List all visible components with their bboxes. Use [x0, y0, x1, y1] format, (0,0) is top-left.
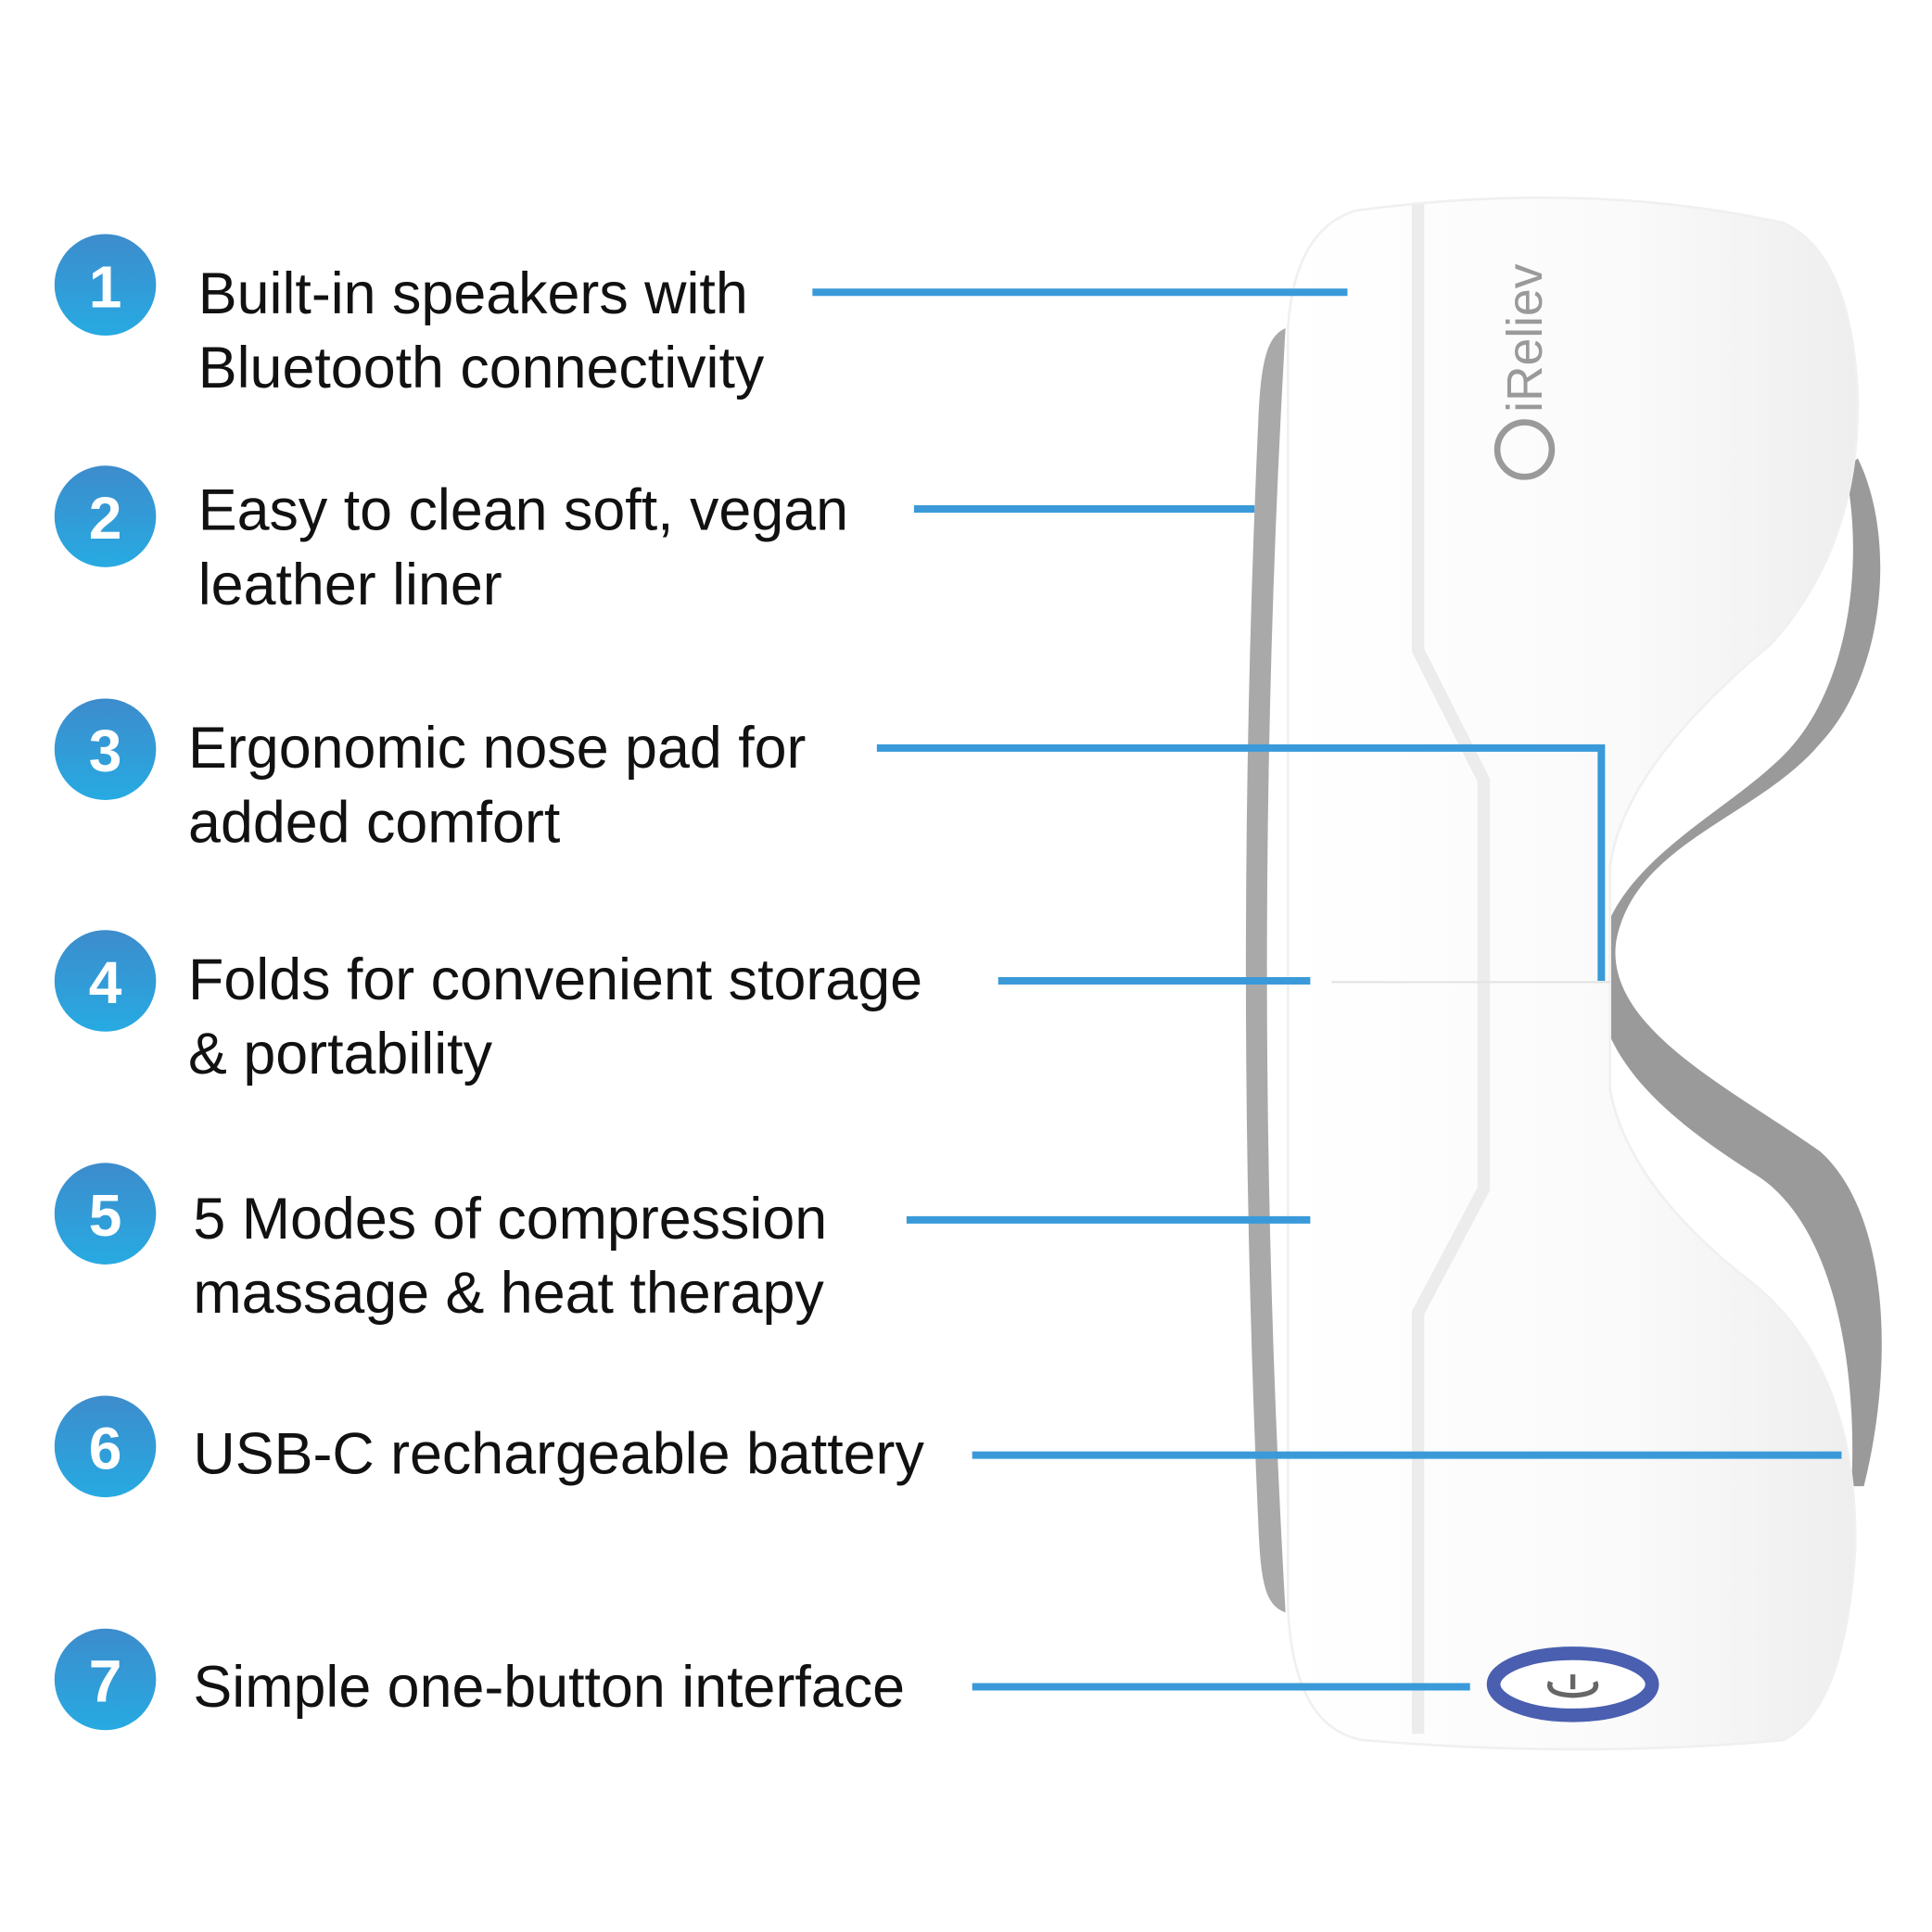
logo-text: iReliev: [1498, 263, 1553, 413]
brand-logo: iReliev: [1493, 263, 1556, 480]
feature-6: 6 USB-C rechargeable battery: [54, 1395, 924, 1498]
logo-mark-icon: [1493, 419, 1556, 480]
power-button[interactable]: [1486, 1646, 1659, 1722]
feature-text-line: USB-C rechargeable battery: [193, 1422, 924, 1487]
feature-3: 3 Ergonomic nose pad for added comfort: [54, 698, 806, 855]
number-badge: [54, 1395, 157, 1498]
badge-number: 2: [89, 485, 122, 552]
feature-2: 2 Easy to clean soft, vegan leather line…: [54, 465, 848, 617]
feature-text-line: 5 Modes of compression: [193, 1187, 827, 1252]
feature-text-line: Ergonomic nose pad for: [188, 716, 806, 781]
feature-text-line: Easy to clean soft, vegan: [198, 478, 848, 543]
badge-number: 4: [89, 949, 122, 1016]
device-body: [1286, 196, 1860, 1751]
badge-number: 5: [89, 1182, 122, 1249]
number-badge: [54, 465, 157, 567]
feature-1: 1 Built-in speakers with Bluetooth conne…: [54, 234, 765, 400]
number-badge: [54, 1163, 157, 1265]
feature-text-line: leather liner: [198, 553, 502, 617]
number-badge: [54, 1628, 157, 1731]
feature-5: 5 5 Modes of compression massage & heat …: [54, 1163, 827, 1326]
feature-text-line: Bluetooth connectivity: [198, 336, 765, 400]
feature-text-line: & portability: [188, 1022, 493, 1087]
right-liner-edge: [1596, 458, 1882, 1487]
feature-7: 7 Simple one-button interface: [54, 1628, 905, 1731]
fold-seam: [1411, 204, 1491, 1735]
power-icon: [1547, 1674, 1599, 1698]
feature-text-line: massage & heat therapy: [193, 1261, 824, 1326]
feature-text-line: Simple one-button interface: [193, 1655, 905, 1720]
eye-massager-device: iReliev: [1245, 196, 1882, 1751]
badge-number: 6: [89, 1415, 122, 1481]
badge-number: 3: [89, 718, 122, 784]
badge-number: 1: [89, 253, 122, 320]
badge-number: 7: [89, 1648, 122, 1715]
leader-line-3: [876, 744, 1606, 982]
number-badge: [54, 698, 157, 800]
feature-text-line: Built-in speakers with: [198, 261, 748, 326]
feature-4: 4 Folds for convenient storage & portabi…: [54, 930, 922, 1087]
leader-lines: [812, 288, 1842, 1691]
number-badge: [54, 930, 157, 1032]
number-badge: [54, 234, 157, 337]
feature-text-line: Folds for convenient storage: [188, 947, 922, 1012]
feature-text-line: added comfort: [188, 790, 560, 855]
left-liner-edge: [1245, 328, 1286, 1613]
